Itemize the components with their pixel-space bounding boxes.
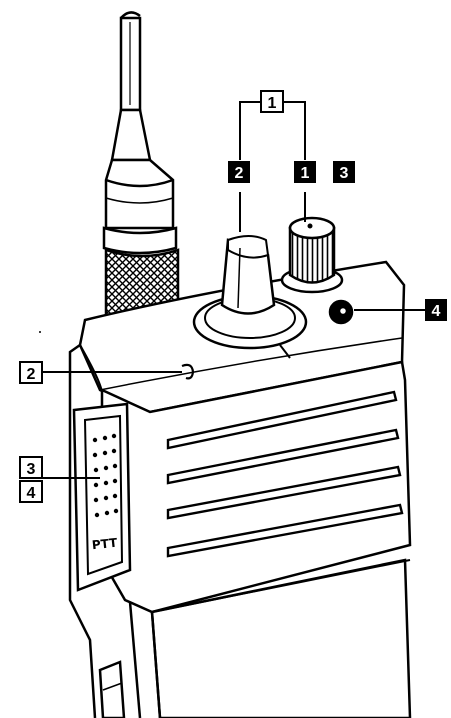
callout-outline-2: 2 xyxy=(19,361,43,384)
callout-filled-3: 3 xyxy=(333,161,355,183)
volume-knob xyxy=(280,216,344,294)
accessory-socket xyxy=(328,299,354,325)
svg-text:4: 4 xyxy=(432,303,441,320)
ptt-grip-dots xyxy=(92,433,119,518)
svg-text:1: 1 xyxy=(268,95,277,112)
callout-filled-4: 4 xyxy=(425,299,447,321)
callout-outline-1: 1 xyxy=(260,90,284,113)
led-indicator xyxy=(181,363,195,380)
svg-text:3: 3 xyxy=(27,461,36,478)
svg-text:2: 2 xyxy=(235,165,244,182)
radio-body xyxy=(68,260,412,718)
callout-filled-1: 1 xyxy=(294,161,316,183)
callout-filled-2: 2 xyxy=(228,161,250,183)
svg-text:2: 2 xyxy=(27,366,36,383)
channel-knob xyxy=(192,235,308,350)
svg-text:3: 3 xyxy=(340,165,349,182)
antenna xyxy=(102,11,182,341)
callout-outline-3: 3 xyxy=(19,456,43,479)
svg-text:4: 4 xyxy=(27,485,36,502)
callout-outline-4: 4 xyxy=(19,480,43,503)
svg-text:1: 1 xyxy=(301,165,310,182)
dot-mark xyxy=(39,331,41,333)
ptt-label: PTT xyxy=(91,536,119,553)
speaker-grille xyxy=(166,390,404,558)
